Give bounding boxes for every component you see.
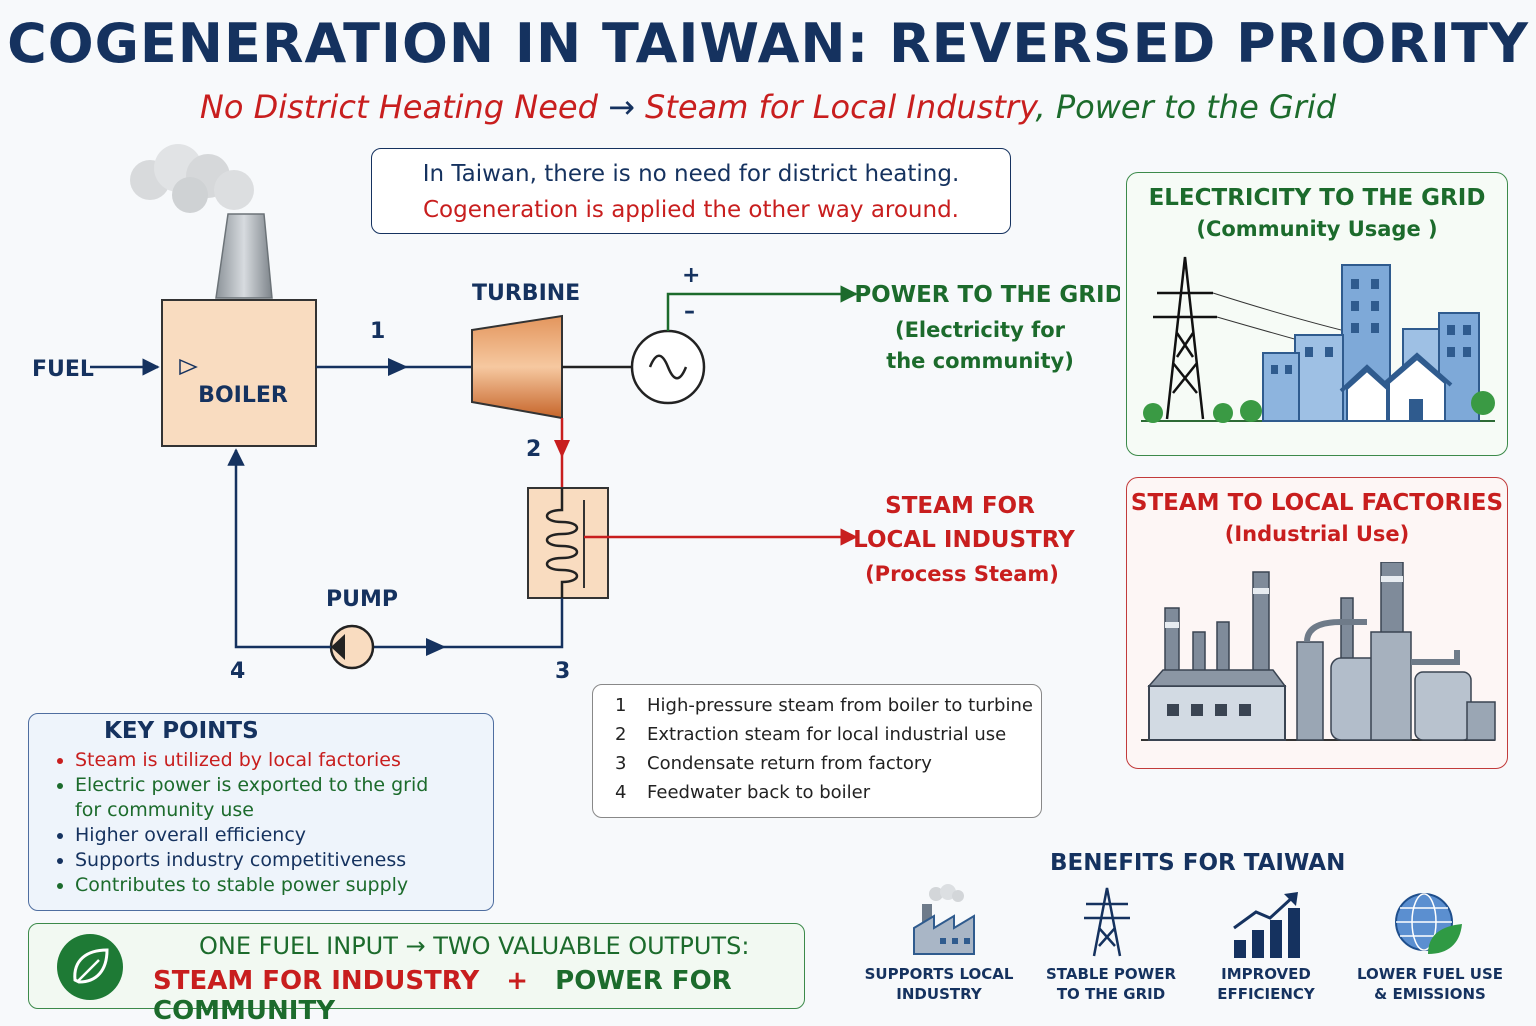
- turbine-label: TURBINE: [472, 281, 580, 306]
- page-title: COGENERATION IN TAIWAN: REVERSED PRIORIT…: [7, 12, 1529, 75]
- leaf-icon: [57, 934, 123, 1000]
- list-item: Electric power is exported to the grid f…: [75, 773, 435, 823]
- power-out-sub1: (Electricity for: [895, 318, 1066, 342]
- benefits-title: BENEFITS FOR TAIWAN: [1050, 850, 1346, 876]
- list-item: Contributes to stable power supply: [75, 873, 493, 898]
- note-box: In Taiwan, there is no need for district…: [371, 148, 1011, 234]
- summary-line1: ONE FUEL INPUT → TWO VALUABLE OUTPUTS:: [199, 932, 750, 960]
- legend-row: 1 High-pressure steam from boiler to turb…: [615, 695, 1041, 724]
- legend-text: Extraction steam for local industrial us…: [647, 724, 1007, 745]
- turbine-icon: [471, 314, 563, 420]
- minus-label: –: [684, 299, 695, 324]
- benefit-label-line2: INDUSTRY: [896, 985, 982, 1003]
- pump-label: PUMP: [326, 587, 398, 612]
- power-out-sub2: the community): [886, 349, 1074, 373]
- legend-text: Feedwater back to boiler: [647, 782, 871, 803]
- fuel-label: FUEL: [32, 357, 94, 382]
- page-subtitle: No District Heating Need → Steam for Loc…: [0, 88, 1536, 126]
- heat-exchanger-coil-icon: [545, 488, 579, 598]
- factory-icon: [1141, 562, 1496, 741]
- pylon-icon: [1084, 887, 1130, 957]
- steam-out-sub: (Process Steam): [865, 562, 1059, 586]
- summary-line2: STEAM FOR INDUSTRY + POWER FOR COMMUNITY: [153, 966, 804, 1026]
- smoke-icon: [130, 144, 254, 213]
- plus-label: +: [682, 263, 700, 288]
- boiler-label: BOILER: [198, 383, 288, 408]
- sine-wave-icon: [648, 354, 688, 380]
- fuel-inlet-icon: [179, 358, 198, 376]
- key-points-list: Steam is utilized by local factories Ele…: [49, 748, 493, 898]
- summary-box: ONE FUEL INPUT → TWO VALUABLE OUTPUTS: S…: [28, 923, 805, 1026]
- benefit-label-line1: SUPPORTS LOCAL: [864, 965, 1014, 983]
- legend-row: 4 Feedwater back to boiler: [615, 782, 1041, 811]
- legend-number: 1: [615, 695, 627, 716]
- line-3: [374, 598, 564, 649]
- note-line1: In Taiwan, there is no need for district…: [422, 161, 960, 187]
- list-item: Steam is utilized by local factories: [75, 748, 493, 773]
- summary-output-steam: STEAM FOR INDUSTRY: [153, 966, 480, 996]
- legend-text: Condensate return from factory: [647, 753, 932, 774]
- point-2-label: 2: [526, 437, 541, 462]
- subtitle-part1: No District Heating Need: [199, 88, 598, 126]
- legend-number: 2: [615, 724, 627, 745]
- flow-arrow-3: [426, 638, 446, 656]
- point-3-label: 3: [555, 659, 570, 684]
- steam-panel: STEAM TO LOCAL FACTORIES (Industrial Use…: [1126, 477, 1508, 769]
- flow-arrow-1: [388, 358, 408, 376]
- benefit-item: LOWER FUEL USE & EMISSIONS: [1350, 964, 1510, 1004]
- flow-arrow-2: [554, 440, 570, 458]
- benefit-label-line1: LOWER FUEL USE: [1356, 965, 1504, 983]
- heat-exchanger-box: [527, 487, 609, 599]
- point-4-label: 4: [230, 659, 245, 684]
- benefit-label-line2: EFFICIENCY: [1217, 985, 1315, 1003]
- subtitle-arrow: →: [608, 88, 635, 126]
- pump-direction-icon: [331, 634, 345, 660]
- subtitle-part3: Power to the Grid: [1055, 88, 1337, 126]
- key-points-title: KEY POINTS: [104, 718, 259, 744]
- boiler-box: [161, 299, 317, 447]
- list-item: Supports industry competitiveness: [75, 848, 493, 873]
- benefit-label-line2: & EMISSIONS: [1374, 985, 1486, 1003]
- process-diagram: BOILER FUEL 1 TURBINE + – POWER TO THE G…: [32, 144, 1120, 684]
- benefit-label-line1: STABLE POWER: [1045, 965, 1177, 983]
- note-line2: Cogeneration is applied the other way ar…: [423, 197, 959, 223]
- steam-panel-title: STEAM TO LOCAL FACTORIES: [1130, 490, 1504, 516]
- legend-row: 2 Extraction steam for local industrial u…: [615, 724, 1041, 753]
- benefit-item: STABLE POWER TO THE GRID: [1031, 964, 1191, 1004]
- subtitle-part2: Steam for Local Industry: [645, 88, 1036, 126]
- point-1-label: 1: [370, 319, 385, 344]
- benefit-item: IMPROVED EFFICIENCY: [1186, 964, 1346, 1004]
- steam-out-title2: LOCAL INDUSTRY: [853, 527, 1075, 553]
- city-power-icon: [1141, 256, 1495, 423]
- smokestack-icon: [215, 213, 273, 299]
- list-item: Higher overall efficiency: [75, 823, 493, 848]
- power-arrow: [666, 285, 858, 331]
- power-out-title: POWER TO THE GRID: [854, 282, 1120, 308]
- grid-panel-subtitle: (Community Usage ): [1196, 217, 1438, 241]
- flow-legend: 1 High-pressure steam from boiler to turb…: [592, 684, 1042, 818]
- benefit-label-line2: TO THE GRID: [1056, 985, 1166, 1003]
- key-points-box: KEY POINTS Steam is utilized by local fa…: [28, 713, 494, 911]
- steam-out-title1: STEAM FOR: [885, 493, 1035, 519]
- globe-leaf-icon: [1395, 893, 1462, 954]
- growth-chart-icon: [1233, 892, 1300, 958]
- grid-panel: ELECTRICITY TO THE GRID (Community Usage…: [1126, 172, 1508, 456]
- benefit-label-line1: IMPROVED: [1221, 965, 1311, 983]
- steam-panel-subtitle: (Industrial Use): [1224, 522, 1410, 546]
- legend-text: High-pressure steam from boiler to turbi…: [647, 695, 1033, 716]
- factory-icon: [913, 884, 975, 955]
- benefit-item: SUPPORTS LOCAL INDUSTRY: [859, 964, 1019, 1004]
- legend-number: 3: [615, 753, 627, 774]
- legend-row: 3 Condensate return from factory: [615, 753, 1041, 782]
- line-4: [227, 448, 331, 649]
- legend-number: 4: [615, 782, 627, 803]
- grid-panel-title: ELECTRICITY TO THE GRID: [1148, 185, 1486, 211]
- summary-plus: +: [506, 966, 529, 996]
- subtitle-comma: ,: [1035, 88, 1046, 126]
- summary-output-power: POWER FOR COMMUNITY: [153, 966, 732, 1026]
